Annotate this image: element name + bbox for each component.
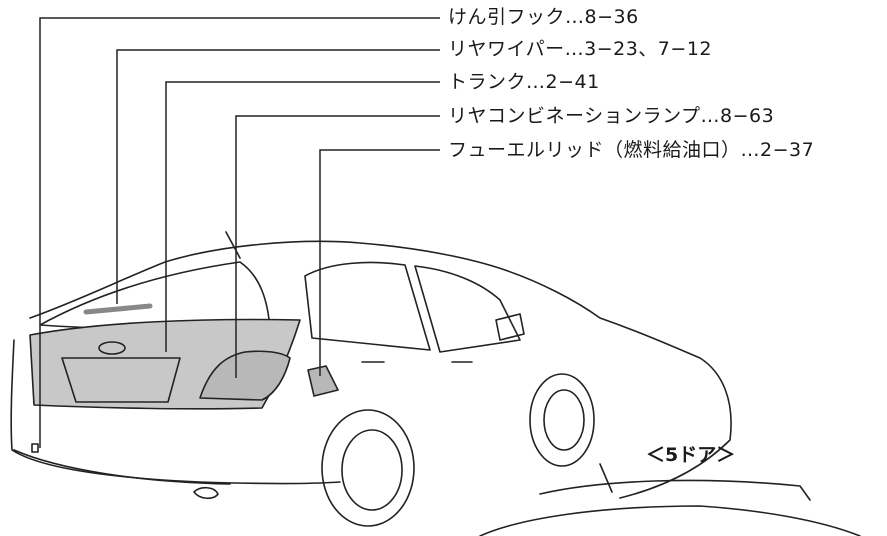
wagon-antenna	[599, 463, 613, 493]
leader-trunk	[165, 81, 440, 352]
callout-trunk: トランク…2−41	[448, 71, 600, 93]
leader-fuel-lid	[319, 149, 440, 376]
front-wheel-inner	[543, 389, 585, 451]
rear-wheel-inner	[341, 429, 403, 511]
side-window-rear	[304, 261, 431, 351]
exhaust	[193, 486, 219, 500]
tow-hook-cover	[31, 443, 39, 453]
car-body-outline	[29, 240, 732, 499]
rear-bumper	[13, 449, 231, 485]
rear-wiper	[83, 303, 153, 315]
wagon-roof	[539, 479, 811, 501]
rear-wheel	[321, 409, 415, 527]
wagon-body	[479, 505, 861, 536]
emblem	[98, 341, 126, 355]
fuel-lid	[307, 365, 339, 397]
plate-recess	[61, 357, 181, 403]
callout-combination-lamp: リヤコンビネーションランプ…8−63	[448, 105, 775, 127]
leader-rear-wiper	[116, 49, 440, 304]
tail-lamp	[199, 350, 291, 401]
leader-combination-lamp	[235, 115, 440, 378]
side-mirror	[495, 313, 525, 341]
side-window-front	[414, 265, 521, 353]
front-wheel	[529, 373, 595, 467]
antenna	[225, 231, 241, 259]
variant-label-5door: ＜5ドア＞	[646, 444, 736, 466]
callout-tow-hook: けん引フック…8−36	[448, 6, 639, 28]
callout-rear-wiper: リヤワイパー…3−23、7−12	[448, 38, 712, 60]
leader-tow-hook	[39, 17, 440, 448]
callout-fuel-lid: フューエルリッド（燃料給油口）…2−37	[448, 139, 815, 161]
car-lower-outline	[10, 339, 341, 485]
